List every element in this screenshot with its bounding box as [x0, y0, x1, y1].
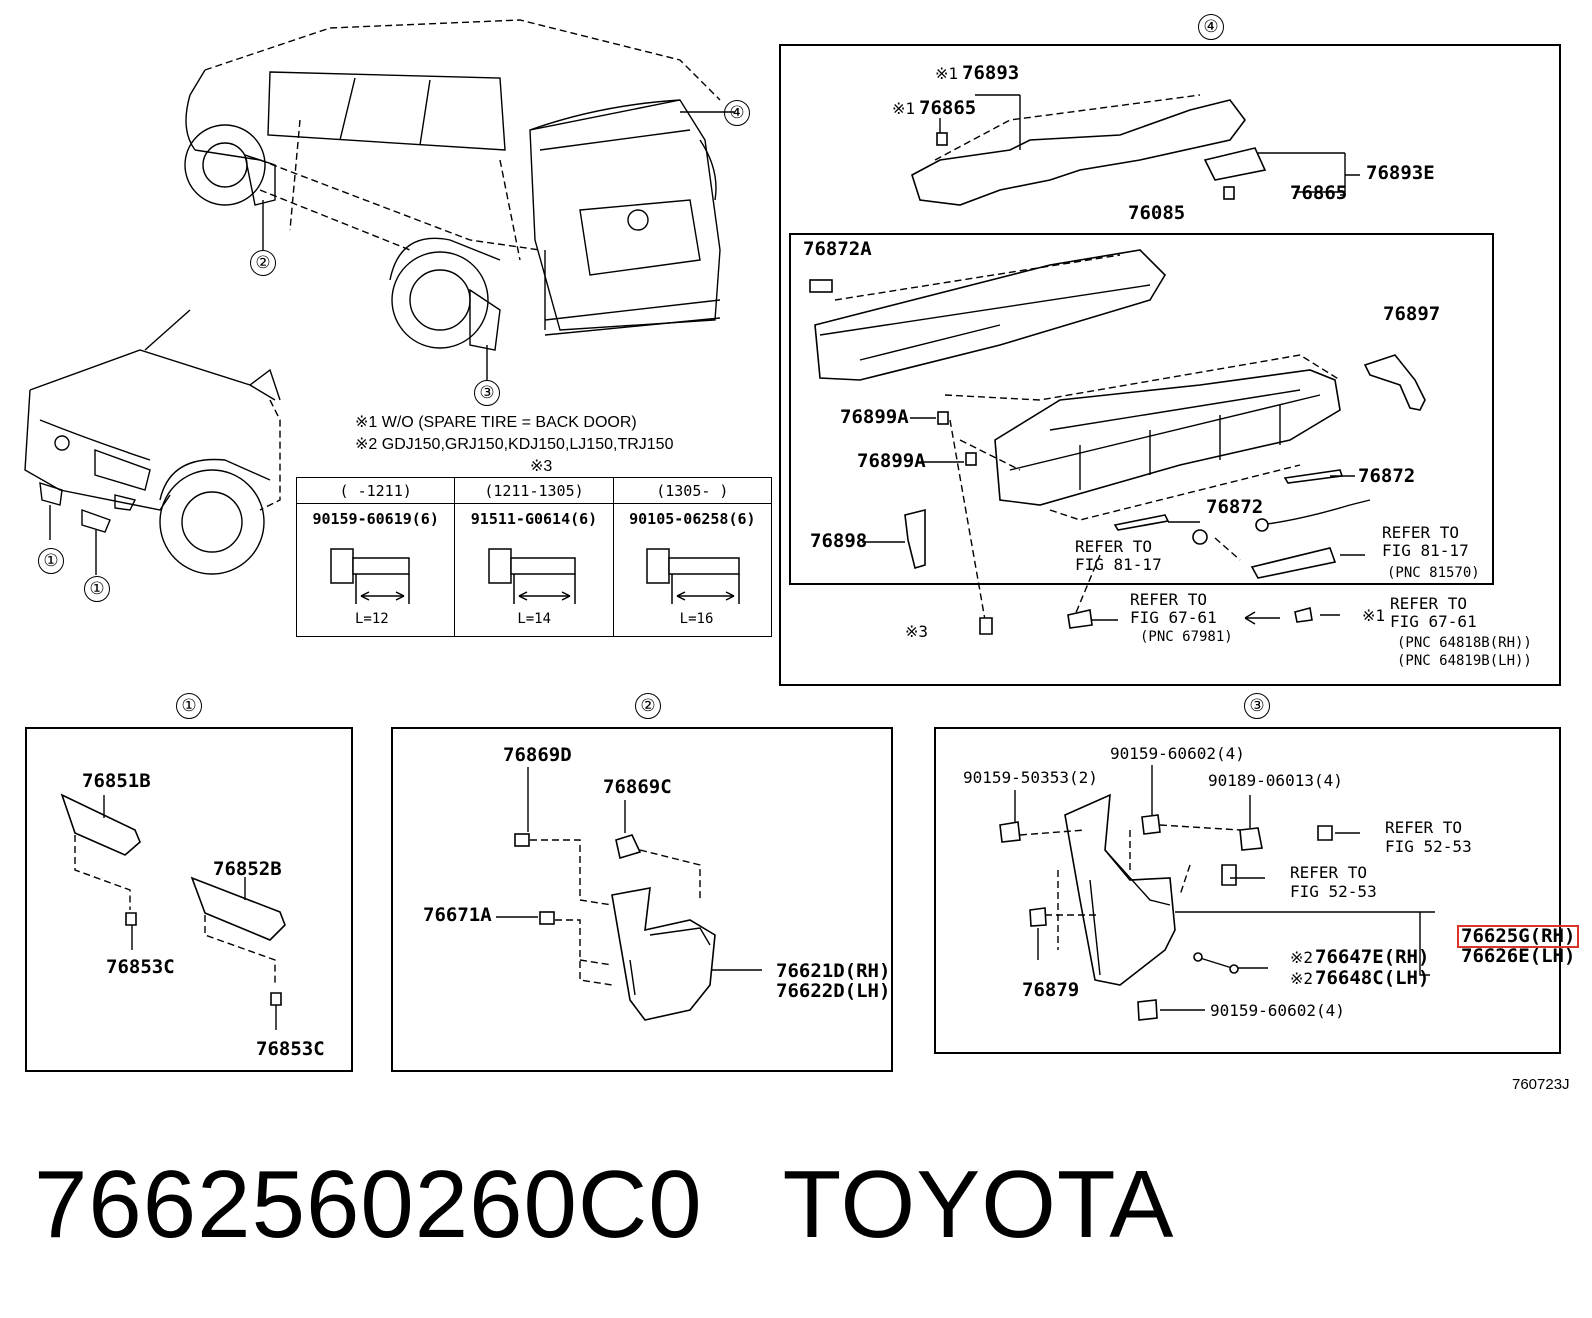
part-76647E-rh[interactable]: 76647E(RH): [1315, 946, 1430, 968]
part-76671A[interactable]: 76671A: [423, 904, 492, 926]
rear-vehicle-illustration: [184, 19, 735, 380]
bolt-table-header: (1211-1305): [454, 477, 614, 504]
part-76872[interactable]: 76872: [1358, 465, 1416, 487]
note-1: ※1 W/O (SPARE TIRE = BACK DOOR): [355, 414, 637, 431]
refer-pnc: (PNC 81570): [1387, 565, 1480, 581]
bolt-icon: [329, 548, 410, 604]
refer-pnc: (PNC 64819B(LH)): [1397, 653, 1532, 669]
note-mark: ※1: [892, 99, 916, 118]
note-3: ※3: [530, 458, 553, 475]
bolt-part-number[interactable]: 90159-60619(6): [312, 510, 439, 528]
refer-label[interactable]: FIG 67-61: [1130, 608, 1217, 627]
callout-2-overview[interactable]: ②: [250, 250, 276, 276]
callout-3-overview[interactable]: ③: [474, 380, 500, 406]
section2-parts: [496, 767, 762, 1021]
part-76899A[interactable]: 76899A: [857, 450, 926, 472]
section-3-header: ③: [1244, 693, 1270, 719]
rear-spoiler: [809, 249, 1426, 635]
note-mark: ※2: [1290, 969, 1314, 988]
part-76625G-rh-highlighted[interactable]: 76625G(RH): [1457, 925, 1580, 948]
refer-label[interactable]: FIG 81-17: [1382, 541, 1469, 560]
part-76865[interactable]: 76865: [1290, 182, 1348, 204]
note-mark: ※2: [1290, 948, 1314, 967]
part-76898[interactable]: 76898: [810, 530, 868, 552]
bolt-cell: 90159-60619(6) L=12: [295, 503, 456, 637]
part-90189-06013[interactable]: 90189-06013(4): [1208, 771, 1343, 790]
callout-1-overview-a[interactable]: ①: [38, 548, 64, 574]
bolt-part-number[interactable]: 90105-06258(6): [629, 510, 756, 528]
bolt-cell: 91511-G0614(6) L=14: [454, 503, 614, 637]
bolt-length: L=16: [679, 611, 714, 627]
part-76853C[interactable]: 76853C: [106, 956, 175, 978]
section1-parts: [60, 793, 286, 1030]
part-76879[interactable]: 76879: [1022, 979, 1080, 1001]
note-mark: ※3: [905, 622, 929, 641]
diagram-code: 760723J: [1512, 1076, 1570, 1093]
footer-part-number: 7662560260C0: [34, 1151, 703, 1258]
section3-parts: [999, 765, 1435, 1021]
part-76899A[interactable]: 76899A: [840, 406, 909, 428]
callout-4-overview[interactable]: ④: [724, 100, 750, 126]
bolt-table-header: (1305- ): [612, 477, 773, 504]
refer-label[interactable]: FIG 52-53: [1290, 882, 1377, 901]
refer-label[interactable]: REFER TO: [1382, 523, 1460, 542]
bolt-length: L=14: [517, 611, 552, 627]
section-1-header: ①: [176, 693, 202, 719]
footer-title: 7662560260C0 TOYOTA: [34, 1150, 1174, 1260]
part-76851B[interactable]: 76851B: [82, 770, 151, 792]
note-mark: ※1: [1362, 606, 1386, 625]
bolt-icon: [646, 548, 741, 604]
bolt-part-number[interactable]: 91511-G0614(6): [470, 510, 598, 528]
bolt-icon: [488, 548, 576, 604]
part-76085[interactable]: 76085: [1128, 202, 1186, 224]
section-2-header: ②: [635, 693, 661, 719]
part-76897[interactable]: 76897: [1383, 303, 1441, 325]
bolt-cell: 90105-06258(6) L=16: [612, 503, 773, 637]
spoiler-bracket: [911, 94, 1360, 206]
refer-label[interactable]: FIG 67-61: [1390, 612, 1477, 631]
note-mark: ※1: [935, 64, 959, 83]
refer-label[interactable]: FIG 52-53: [1385, 837, 1472, 856]
part-76853C[interactable]: 76853C: [256, 1038, 325, 1060]
bolt-table-header: ( -1211): [295, 477, 456, 504]
refer-label[interactable]: REFER TO: [1385, 818, 1463, 837]
part-76869C[interactable]: 76869C: [603, 776, 672, 798]
refer-label[interactable]: REFER TO: [1075, 537, 1153, 556]
refer-pnc: (PNC 64818B(RH)): [1397, 635, 1532, 651]
part-90159-60602[interactable]: 90159-60602(4): [1210, 1001, 1345, 1020]
part-90159-50353[interactable]: 90159-50353(2): [963, 768, 1098, 787]
bolt-variant-table: ( -1211) (1211-1305) (1305- ) 90159-6061…: [295, 477, 773, 637]
refer-label[interactable]: REFER TO: [1130, 590, 1208, 609]
part-76648C-lh[interactable]: 76648C(LH): [1315, 967, 1430, 989]
part-76621D-rh[interactable]: 76621D(RH): [776, 960, 891, 982]
refer-label[interactable]: REFER TO: [1290, 863, 1368, 882]
part-76626E-lh[interactable]: 76626E(LH): [1461, 945, 1576, 967]
part-76893E[interactable]: 76893E: [1366, 162, 1435, 184]
refer-label[interactable]: FIG 81-17: [1075, 555, 1162, 574]
part-76865[interactable]: 76865: [919, 97, 977, 119]
note-2: ※2 GDJ150,GRJ150,KDJ150,LJ150,TRJ150: [355, 436, 674, 453]
part-76622D-lh[interactable]: 76622D(LH): [776, 980, 891, 1002]
front-vehicle-illustration: [24, 309, 281, 575]
section-4-header: ④: [1198, 14, 1224, 40]
part-76872A[interactable]: 76872A: [803, 238, 872, 260]
part-90159-60602[interactable]: 90159-60602(4): [1110, 744, 1245, 763]
footer-brand: TOYOTA: [782, 1151, 1175, 1258]
part-76869D[interactable]: 76869D: [503, 744, 572, 766]
callout-1-overview-b[interactable]: ①: [84, 576, 110, 602]
part-76852B[interactable]: 76852B: [213, 858, 282, 880]
refer-label[interactable]: REFER TO: [1390, 594, 1468, 613]
part-76893[interactable]: 76893: [962, 62, 1020, 84]
part-76872[interactable]: 76872: [1206, 496, 1264, 518]
bolt-length: L=12: [355, 611, 389, 627]
refer-pnc: (PNC 67981): [1140, 629, 1233, 645]
